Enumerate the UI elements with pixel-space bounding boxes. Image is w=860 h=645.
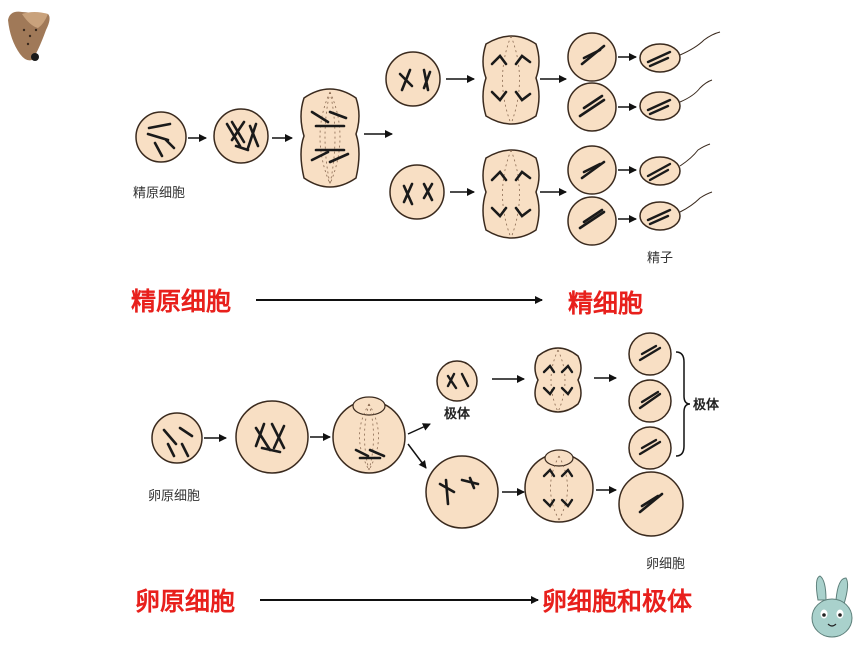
cell-oocyte-metaphase-one xyxy=(332,396,406,474)
sperm-cell xyxy=(639,143,711,186)
sperm-summary-to: 精细胞 xyxy=(568,289,643,318)
cell-spermatid xyxy=(567,196,617,246)
ovum-label: 卵细胞 xyxy=(646,557,685,572)
polar-body xyxy=(628,332,672,376)
polar-body-bracket-label: 极体 xyxy=(693,397,720,413)
oo-summary-to: 卵细胞和极体 xyxy=(542,587,693,616)
cell-metaphase-one xyxy=(300,88,360,188)
cell-first-polar-body xyxy=(436,360,478,402)
bunny-mascot-icon xyxy=(811,575,853,638)
spermatogonium-label: 精原细胞 xyxy=(133,186,185,201)
cell-secondary-oocyte xyxy=(425,455,499,529)
arrow xyxy=(407,443,427,469)
polar-body xyxy=(628,426,672,470)
cell-polar-body-division xyxy=(534,347,582,413)
sperm-summary-from: 精原细胞 xyxy=(131,287,231,316)
polar-body-bracket xyxy=(675,351,691,457)
sperm-cell xyxy=(639,31,721,73)
cell-spermatid xyxy=(567,82,617,132)
cell-secondary-spermatocyte-upper xyxy=(385,51,441,107)
cell-meiosis-two-lower xyxy=(482,149,540,239)
oogonium-label: 卵原细胞 xyxy=(148,489,200,504)
cell-oogonium xyxy=(151,412,203,464)
cell-primary-spermatocyte xyxy=(213,108,269,164)
cell-primary-oocyte xyxy=(235,400,309,474)
cell-spermatid xyxy=(567,145,617,195)
cell-meiosis-two-upper xyxy=(482,35,540,125)
polar-body xyxy=(628,379,672,423)
arrow xyxy=(407,423,431,435)
polar-body-label: 极体 xyxy=(444,406,471,422)
oogenesis-section: 极体 极体 xyxy=(135,332,720,616)
cell-spermatid xyxy=(567,32,617,82)
oo-summary-from: 卵原细胞 xyxy=(135,587,235,616)
sperm-cell xyxy=(639,191,713,231)
cell-ovum xyxy=(618,471,684,537)
spermatogenesis-section: 精原细胞 精子 精原细胞 精细胞 xyxy=(131,31,721,318)
cell-spermatogonium xyxy=(135,111,187,163)
cell-oocyte-meiosis-two xyxy=(524,449,594,523)
sperm-label: 精子 xyxy=(647,251,673,266)
sperm-cell xyxy=(639,79,713,121)
cell-secondary-spermatocyte-lower xyxy=(389,164,445,220)
bear-mascot-icon xyxy=(8,11,50,61)
